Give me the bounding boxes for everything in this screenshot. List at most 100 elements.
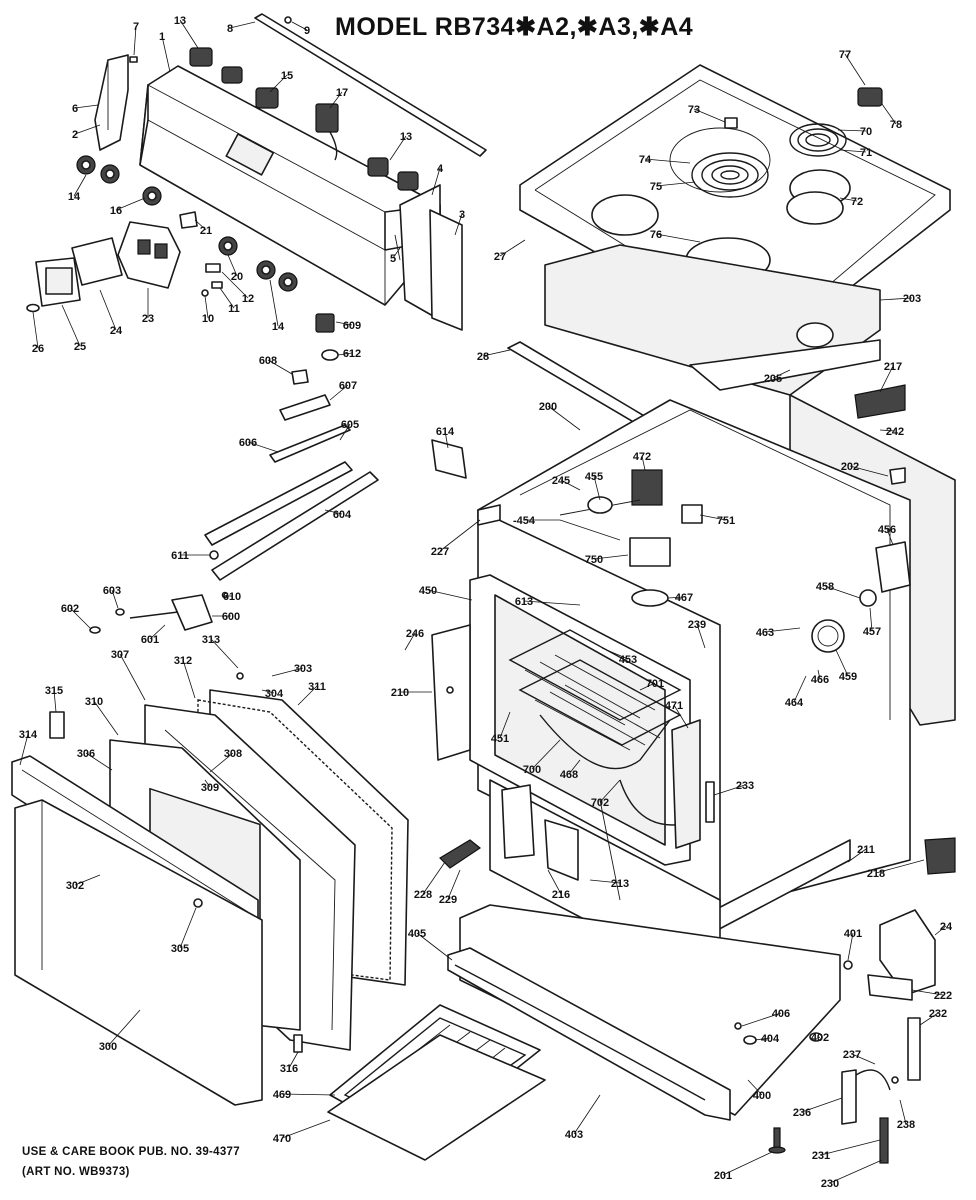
- part-label-203: 203: [903, 293, 921, 305]
- leader-line-701: [639, 682, 656, 691]
- leader-line-471: [673, 704, 689, 729]
- part-label-312: 312: [174, 655, 192, 667]
- leader-line-229: [447, 869, 461, 900]
- leader-line-468: [568, 759, 581, 775]
- leader-line-602: [69, 607, 91, 629]
- leader-line-17: [329, 91, 343, 109]
- part-label-609: 609: [343, 320, 361, 332]
- leader-line-216: [547, 869, 562, 895]
- leader-line-70: [837, 129, 867, 132]
- part-label-13a: 13: [174, 15, 186, 27]
- leader-line-218: [875, 859, 925, 874]
- leader-line-202: [849, 465, 889, 477]
- leader-line-236: [801, 1097, 843, 1113]
- leader-line-311: [297, 685, 318, 706]
- leader-line-702: [599, 779, 621, 803]
- part-label-245: 245: [552, 475, 570, 487]
- part-label-216: 216: [552, 889, 570, 901]
- part-label-237: 237: [843, 1049, 861, 1061]
- leader-line-601: [149, 624, 166, 640]
- leader-line-312: [182, 659, 196, 699]
- part-label-70: 70: [860, 126, 872, 138]
- part-label-404: 404: [761, 1033, 780, 1045]
- part-label-451: 451: [491, 733, 509, 745]
- part-label-315: 315: [45, 685, 63, 697]
- part-label-700: 700: [523, 764, 541, 776]
- leader-line-304: [261, 689, 275, 694]
- leader-line-469: [281, 1093, 336, 1096]
- part-label-25: 25: [74, 341, 86, 353]
- leader-line-306: [85, 752, 113, 771]
- leader-line-4: [431, 167, 441, 196]
- leader-line-467: [667, 596, 685, 599]
- part-label-402: 402: [811, 1032, 829, 1044]
- leader-line-203: [879, 297, 913, 301]
- part-label-12: 12: [242, 293, 254, 305]
- leader-line-316: [288, 1051, 299, 1069]
- part-label-14a: 14: [68, 191, 81, 203]
- leader-line-27: [499, 239, 526, 257]
- part-label-300: 300: [99, 1041, 117, 1053]
- leader-line-230: [829, 1159, 883, 1184]
- part-label-26: 26: [32, 343, 44, 355]
- part-label-9: 9: [304, 25, 310, 37]
- part-label-23: 23: [142, 313, 154, 325]
- leader-line-404: [754, 1037, 771, 1041]
- leader-line-406: [741, 1012, 782, 1027]
- part-label-606: 606: [239, 437, 257, 449]
- leader-line-10: [204, 295, 209, 319]
- part-label-463: 463: [756, 627, 774, 639]
- leader-line-750: [593, 554, 629, 560]
- part-label-602: 602: [61, 603, 79, 615]
- leader-line-456: [886, 528, 894, 546]
- leader-line-6: [74, 104, 99, 109]
- leader-line-201: [722, 1151, 773, 1176]
- leader-line-700: [531, 739, 561, 770]
- part-label-218: 218: [867, 868, 885, 880]
- part-label-72: 72: [851, 196, 863, 208]
- part-label-611: 611: [171, 550, 189, 562]
- part-label-307: 307: [111, 649, 129, 661]
- part-label-5: 5: [390, 253, 396, 265]
- leader-line-245: [560, 479, 581, 491]
- leader-line-609: [335, 321, 353, 326]
- leader-line-450: [427, 589, 473, 601]
- leader-line-403: [573, 1094, 601, 1135]
- part-label-76: 76: [650, 229, 662, 241]
- part-label-701: 701: [646, 678, 664, 690]
- leader-line-238: [899, 1099, 907, 1125]
- part-label-246: 246: [406, 628, 424, 640]
- part-label-10: 10: [202, 313, 214, 325]
- leader-line-458: [824, 585, 861, 599]
- leader-line-227: [439, 519, 481, 552]
- leader-line-305: [179, 907, 197, 949]
- part-label-74: 74: [639, 154, 652, 166]
- part-label-469: 469: [273, 1089, 291, 1101]
- part-label-314: 314: [19, 729, 38, 741]
- leader-line-222: [911, 989, 944, 996]
- leader-line-400: [747, 1079, 763, 1096]
- leader-line-3: [454, 213, 463, 236]
- part-label-468: 468: [560, 769, 578, 781]
- diagram-title: MODEL RB734✱A2,✱A3,✱A4: [335, 13, 694, 41]
- part-label-313: 313: [202, 634, 220, 646]
- leader-line-2: [74, 124, 101, 135]
- leader-line-309: [204, 779, 211, 788]
- part-label-24x: 24: [940, 921, 953, 933]
- leader-line-751: [699, 514, 727, 521]
- part-label-455: 455: [585, 471, 603, 483]
- leader-line-464: [793, 675, 807, 703]
- leader-line-21: [194, 219, 207, 231]
- leader-line-613: [523, 600, 581, 606]
- leader-line-26: [32, 311, 39, 349]
- part-label-613: 613: [515, 596, 533, 608]
- footer-art-number: (ART NO. WB9373): [22, 1166, 130, 1178]
- part-label-608: 608: [259, 355, 277, 367]
- part-label-77: 77: [839, 49, 851, 61]
- part-label-605: 605: [341, 419, 359, 431]
- part-label-403: 403: [565, 1129, 583, 1141]
- part-label-457: 457: [863, 626, 881, 638]
- leader-line-451: [499, 711, 511, 739]
